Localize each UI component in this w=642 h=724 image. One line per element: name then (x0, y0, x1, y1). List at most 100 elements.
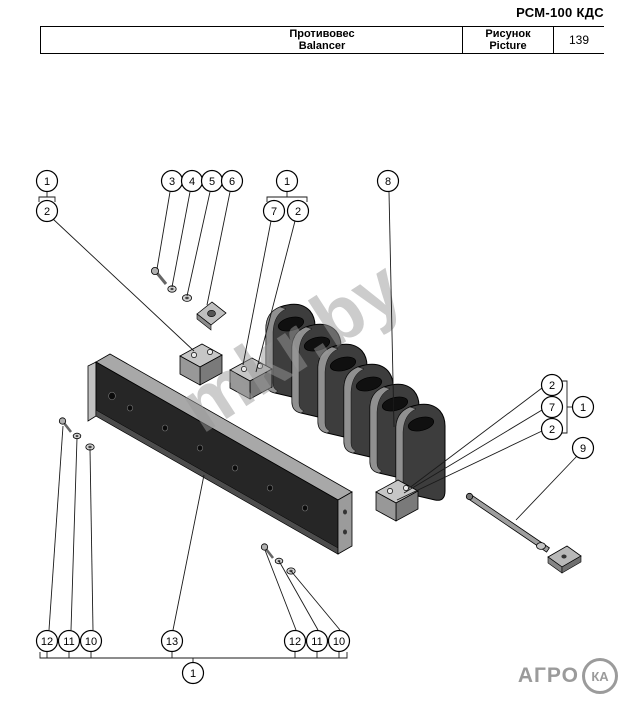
callout-number: 11 (311, 636, 322, 648)
leader-line (290, 570, 341, 631)
callout-circle (181, 661, 205, 685)
callout-circle (283, 629, 307, 653)
end-plate-hole (343, 509, 347, 515)
callout-balloon-11: 11 (305, 629, 329, 653)
callout-balloon-8: 8 (376, 169, 400, 193)
callout-balloon-10: 10 (79, 629, 103, 653)
callout-group-bracket (562, 380, 568, 434)
callout-balloon-7: 7 (262, 199, 286, 223)
part-name-ru: Противовес (289, 28, 355, 40)
bolt (150, 266, 168, 285)
callout-number: 9 (580, 443, 586, 455)
callout-number: 1 (190, 668, 196, 680)
leader-line (171, 191, 191, 288)
beam-hole (108, 391, 116, 401)
callout-group-bracket (266, 196, 308, 202)
callout-number: 1 (44, 176, 50, 188)
figure-label-en: Picture (489, 40, 527, 52)
callout-number: 5 (209, 176, 215, 188)
callout-circle (160, 629, 184, 653)
callout-balloon-1: 1 (275, 169, 299, 193)
callout-group-bracket (39, 652, 348, 659)
callout-balloon-3: 3 (160, 169, 184, 193)
callout-circle (262, 199, 286, 223)
callout-circle (571, 395, 595, 419)
callout-circle (376, 169, 400, 193)
beam-hole (197, 444, 203, 452)
callout-number: 12 (289, 636, 301, 648)
tension-rod (465, 492, 582, 574)
callout-number: 3 (169, 176, 175, 188)
leader-line (172, 474, 205, 631)
lock-washer (181, 294, 192, 302)
leader-line (388, 191, 395, 428)
callout-number: 2 (549, 424, 555, 436)
callout-number: 13 (166, 636, 178, 648)
washer (167, 285, 177, 293)
callout-number: 7 (271, 206, 277, 218)
clamp-plate (196, 301, 227, 331)
callout-balloon-2: 2 (35, 199, 59, 223)
callout-number: 11 (63, 636, 74, 648)
callout-circle (35, 199, 59, 223)
callout-circle (35, 169, 59, 193)
brand-badge-text: КА (591, 668, 609, 684)
brand-badge-icon: КА (582, 658, 618, 694)
leader-line (255, 220, 296, 373)
callout-number: 1 (284, 176, 290, 188)
callout-number: 2 (44, 206, 50, 218)
callout-balloon-1: 1 (181, 661, 205, 685)
callout-circle (305, 629, 329, 653)
beam-hole (232, 464, 238, 472)
counterweight-beam (87, 353, 353, 555)
callout-balloon-10: 10 (327, 629, 351, 653)
brand-text: АГРО (517, 664, 579, 687)
callout-number: 1 (580, 402, 586, 414)
callout-balloon-6: 6 (220, 169, 244, 193)
leader-line (186, 191, 211, 297)
callout-circle (57, 629, 81, 653)
callout-number: 4 (189, 176, 195, 188)
callout-number: 7 (549, 402, 555, 414)
figure-number: 139 (553, 27, 604, 53)
callout-balloon-11: 11 (57, 629, 81, 653)
callout-balloon-1: 1 (35, 169, 59, 193)
document-title: РСМ-100 КДС (516, 5, 604, 20)
leader-line (89, 448, 94, 631)
beam-hole (267, 484, 273, 492)
fastener-set-left (58, 417, 95, 451)
callout-circle (220, 169, 244, 193)
leader-lines (46, 191, 578, 662)
callout-balloon-5: 5 (200, 169, 224, 193)
callout-circle (540, 395, 564, 419)
callout-number: 8 (385, 176, 391, 188)
leader-line (156, 191, 171, 270)
callout-number: 10 (85, 636, 97, 648)
leader-line (396, 430, 543, 501)
beam-hole (162, 424, 168, 432)
callout-balloon-4: 4 (180, 169, 204, 193)
callout-number: 6 (229, 176, 235, 188)
callout-circle (571, 436, 595, 460)
leader-line (52, 218, 195, 352)
part-name-cell: Противовес Balancer (41, 27, 603, 53)
figure-label-ru: Рисунок (485, 28, 531, 40)
callout-balloon-9: 9 (571, 436, 595, 460)
callout-number: 2 (295, 206, 301, 218)
leader-line (278, 560, 319, 631)
header-table: Противовес Balancer Рисунок Picture 139 (40, 26, 604, 54)
callout-circle (79, 629, 103, 653)
fastener-set-middle (260, 543, 296, 575)
callout-balloon-1: 1 (571, 395, 595, 419)
callout-number: 12 (41, 636, 53, 648)
callout-circle (286, 199, 310, 223)
leader-line (48, 425, 64, 631)
callout-circle (327, 629, 351, 653)
callout-balloon-13: 13 (160, 629, 184, 653)
callout-balloon-2: 2 (286, 199, 310, 223)
leader-line (403, 409, 543, 494)
callout-circle (540, 417, 564, 441)
callout-circle (275, 169, 299, 193)
callout-balloon-2: 2 (540, 373, 564, 397)
